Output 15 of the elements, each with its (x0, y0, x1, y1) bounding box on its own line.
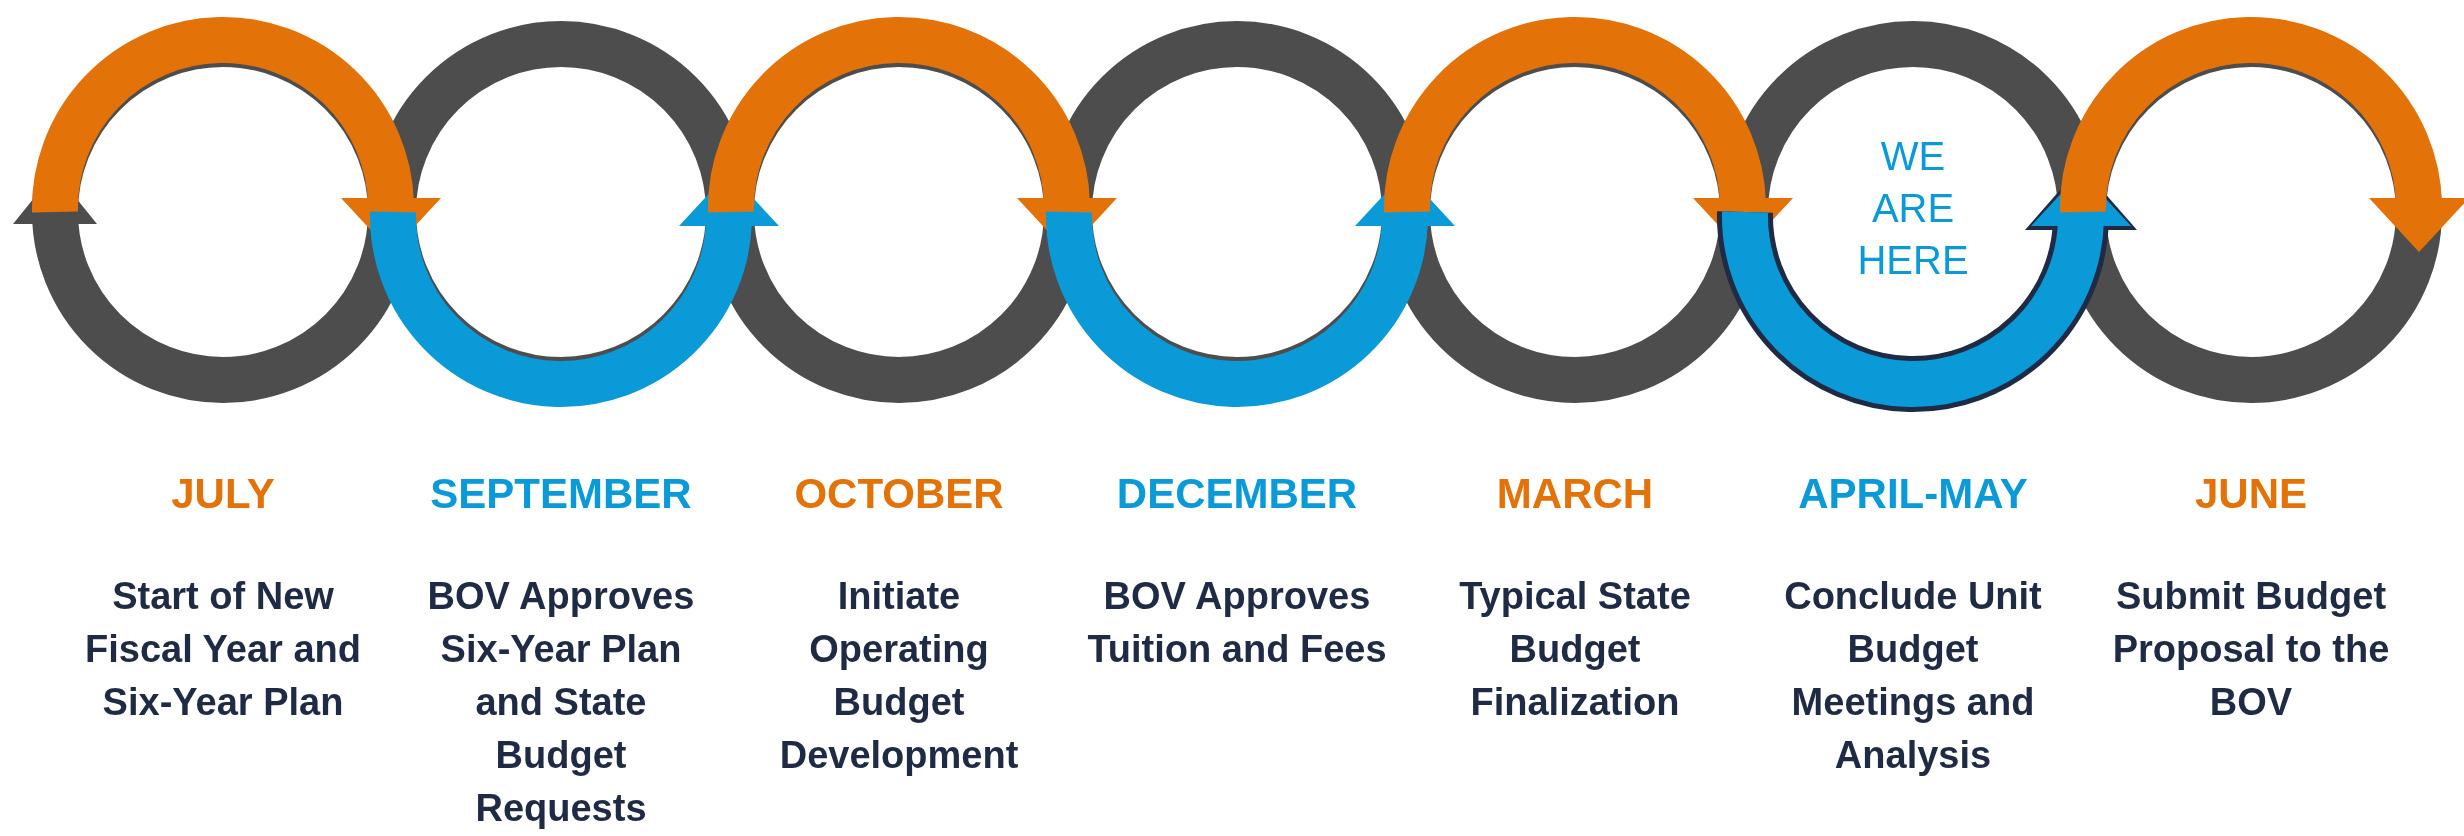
milestone-text: Conclude Unit Budget Meetings and Analysis (1783, 574, 2043, 778)
status-marker-label: WE ARE HERE (1856, 133, 1970, 284)
month-heading: MARCH (1495, 470, 1655, 518)
milestone-text: Start of New Fiscal Year and Six-Year Plan (84, 574, 362, 725)
month-heading: SEPTEMBER (429, 470, 693, 518)
milestone-text: Submit Budget Proposal to the BOV (2111, 574, 2391, 725)
milestone-text: BOV Approves Six-Year Plan and State Budget Requests (426, 574, 696, 831)
month-heading: JUNE (2193, 470, 2308, 518)
month-heading: OCTOBER (793, 470, 1005, 518)
month-heading: JULY (170, 470, 276, 518)
milestone-text: Typical State Budget Finalization (1458, 574, 1692, 725)
milestone-text: Initiate Operating Budget Development (778, 574, 1020, 778)
month-heading: APRIL-MAY (1797, 470, 2029, 518)
month-heading: DECEMBER (1115, 470, 1359, 518)
milestone-text: BOV Approves Tuition and Fees (1087, 574, 1387, 672)
